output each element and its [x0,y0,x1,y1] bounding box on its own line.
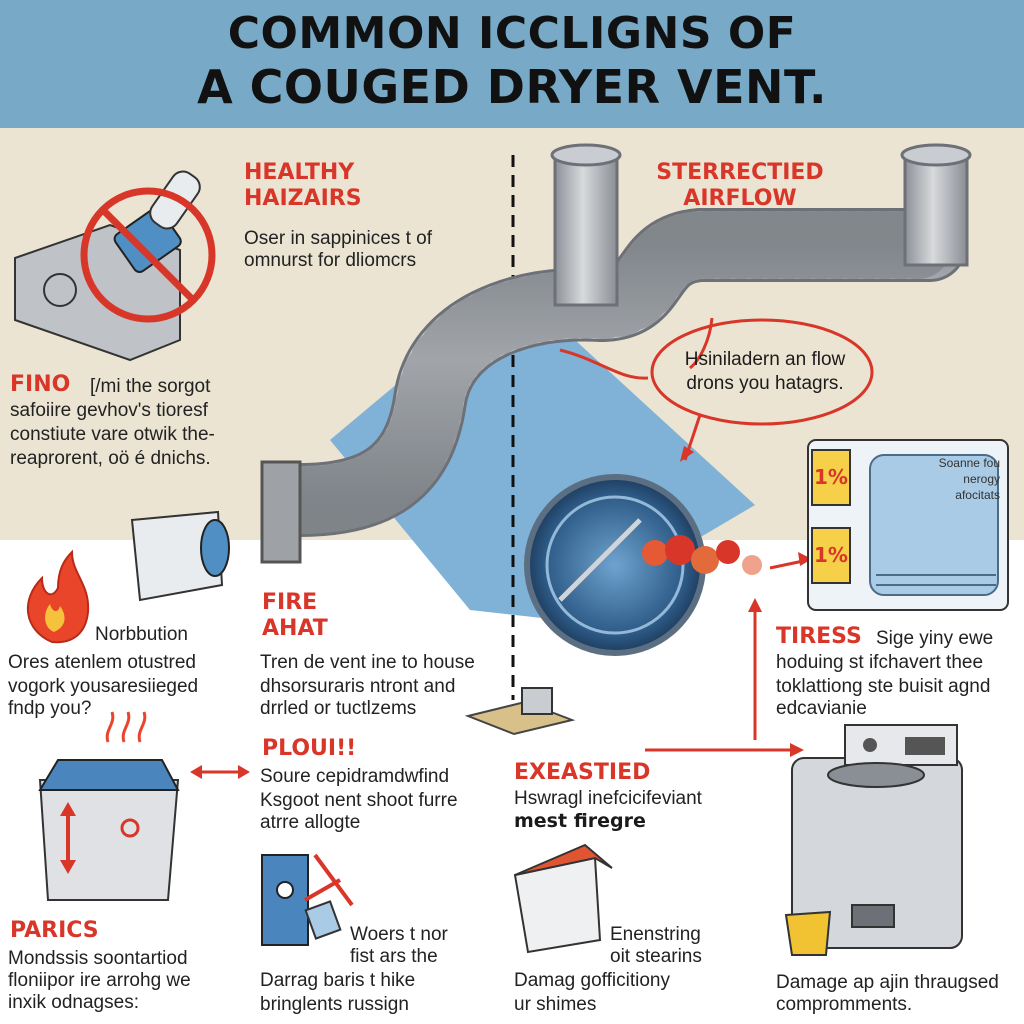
appliance-box [807,439,1009,611]
arrow-restricted [688,317,714,370]
duct-cap-right [900,143,972,167]
title-banner [0,0,1024,128]
woers-text-line3: Darrag baris t hike [260,970,416,991]
healthy-text-line1: Oser in sappinices t of [244,228,432,249]
duct-riser-right [903,153,969,267]
healthy-text-line2: omnurst for dliomcrs [244,250,417,271]
noburtion-text-line2: vogork yousaresiieged [8,676,199,697]
fire-heading-line2: AHAT [262,616,328,641]
dryer-drum [524,474,706,656]
healthy-heading-line2: HAIZAIRS [244,186,362,211]
lint-debris [464,687,576,736]
woers-text-line1: Woers t nor [350,924,448,945]
hot-air-puff [642,535,762,575]
dryer-appliance [784,724,963,956]
arrow-to-bubble [559,348,649,380]
noburtion-label: Norbbution [95,624,188,645]
enensting-text-line1: Enenstring [610,924,701,945]
flex-duct [263,208,967,537]
small-vent-machine [130,510,230,602]
ploui-text-line2: Ksgoot nent shoot furre [260,790,458,811]
fino-text-line1: [/mi the sorgot [90,376,211,397]
noburtion-text-line3: fndp you? [8,698,92,719]
ploui-text-line3: atrre allogte [260,812,361,833]
exhausted-text-line1: Hswragl inefcicifeviant [514,788,702,809]
lint-box [513,843,613,954]
parics-text-line3: inxik odnagses: [8,992,139,1013]
duct-riser-left [553,153,619,307]
box-text-line2: nerogy [963,472,1000,486]
tiress-text-line1: Sige yiny ewe [876,628,994,649]
fino-text-line4: reaprorent, oö é dnichs. [10,448,211,469]
parics-text-line2: floniipor ire arrohg we [8,970,191,991]
page-title-line1: COMMON ICCLIGNS OF [227,8,797,59]
ploui-heading: PLOUI!! [262,736,357,761]
exhausted-heading: EXEASTIED [514,760,651,785]
noburtion-text-line1: Ores atenlem otustred [8,652,196,673]
woers-text-line4: bringlents russign [260,994,409,1015]
tiress-text-line4: edcavianie [776,698,867,719]
exhausted-text-line2: mest firegre [514,810,646,832]
fire-text-line3: drrled or tuctlzems [260,698,417,719]
fino-text-line2: safoiire gevhov's tioresf [10,400,208,421]
fire-heading-line1: FIRE [262,590,318,615]
enensting-text-line3: Damag gofficitiony [514,970,670,991]
outlet-sparks [261,853,354,946]
box-text-line3: afocitats [955,488,1000,502]
fire-text-line2: dhsorsuraris ntront and [260,676,456,697]
duct-cap-left [550,143,622,167]
restricted-heading-line2: AIRFLOW [683,186,797,211]
damage-text-line1: Damage ap ajin thraugsed [776,972,999,993]
box-text-line1: Soanne fou [938,456,1000,470]
tiress-heading: TIRESS [776,624,862,649]
ploui-text-line1: Soure cepidramdwfind [260,766,450,787]
parics-text-line1: Mondssis soontartiod [8,948,188,969]
restricted-heading-line1: STERRECTIED [656,160,824,185]
damage-text-line2: compromments. [776,994,913,1015]
tiress-text-line3: toklattiong ste buisit agnd [776,676,991,697]
bubble-text-line1: Hsiniladern an flow [684,349,846,370]
speech-bubble [650,318,874,426]
tiress-text-line2: hoduing st ifchavert thee [776,652,984,673]
box-badge-top: 1% [814,465,848,489]
box-badge-bottom: 1% [814,543,848,567]
enensting-text-line4: ur shimes [514,994,597,1015]
bubble-text-line2: drons you hatagrs. [686,373,844,394]
parics-heading: PARICS [10,918,99,943]
wall-flange [260,460,302,564]
flame-icon [26,549,90,644]
fire-text-line1: Tren de vent ine to house [260,652,475,673]
fino-heading: FINO [10,372,71,397]
woers-text-line2: fist ars the [350,946,438,967]
overheating-box [38,711,180,901]
fino-text-line3: constiute vare otwik the- [10,424,215,445]
page-title-line2: A COUGED DRYER VENT. [197,60,827,114]
no-symbol-machine [14,170,216,362]
healthy-heading-line1: HEALTHY [244,160,355,185]
enensting-text-line2: oit stearins [610,946,702,967]
